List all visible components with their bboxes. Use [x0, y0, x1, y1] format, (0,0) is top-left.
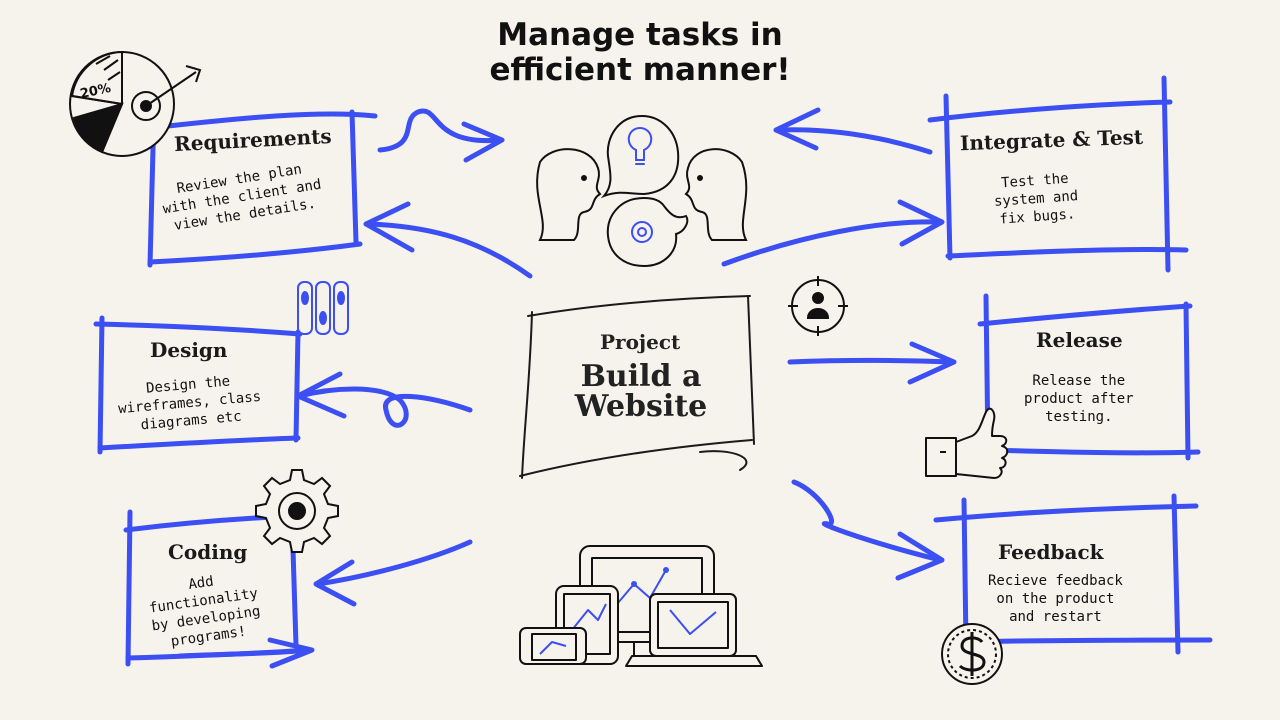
arrow-center-to-integrate — [721, 199, 945, 267]
coding-underline — [177, 647, 313, 659]
arrow-center-to-release — [787, 341, 957, 385]
release-title: Release — [1036, 328, 1123, 352]
gear-icon — [255, 469, 339, 553]
arrow-center-to-requirements — [363, 201, 533, 279]
design-title: Design — [150, 338, 228, 362]
coding-text: Add functionality by developing programs… — [146, 567, 265, 654]
arrow-requirements-to-center — [377, 108, 505, 163]
arrow-center-to-feedback — [791, 479, 945, 581]
toggle-switches-icon — [297, 281, 349, 335]
pie-chart-target-icon — [69, 50, 202, 157]
title-line-2: efficient manner! — [489, 52, 791, 88]
integrate-box-outline — [927, 75, 1189, 273]
feedback-text: Recieve feedback on the product and rest… — [988, 572, 1123, 626]
thumbs-up-icon — [925, 407, 1009, 479]
integrate-text: Test the system and fix bugs. — [992, 169, 1080, 229]
release-text: Release the product after testing. — [1024, 372, 1134, 426]
release-line-1: Release the — [1032, 373, 1126, 389]
project-name-line-1: Build a — [580, 359, 702, 394]
coding-title: Coding — [168, 540, 248, 564]
user-target-icon — [788, 276, 848, 336]
feedback-line-3: and restart — [1009, 609, 1102, 625]
feedback-line-1: Recieve feedback — [988, 573, 1123, 589]
project-name-line-2: Website — [574, 389, 708, 424]
release-line-3: testing. — [1045, 409, 1113, 425]
release-line-2: product after — [1024, 391, 1134, 407]
feedback-box-outline — [933, 493, 1213, 655]
design-box-outline — [93, 315, 303, 455]
feedback-title: Feedback — [998, 540, 1104, 564]
arrow-center-to-coding — [313, 539, 473, 607]
idea-discussion-icon — [536, 114, 748, 268]
arrow-integrate-to-center — [773, 107, 933, 155]
project-label: Project — [600, 330, 681, 354]
page-title: Manage tasks in efficient manner! — [440, 18, 840, 88]
feedback-line-2: on the product — [996, 591, 1115, 607]
arrow-center-to-design — [295, 371, 473, 428]
project-box-outline — [519, 295, 755, 479]
dollar-coin-icon — [941, 623, 1003, 685]
title-line-1: Manage tasks in — [497, 17, 783, 53]
project-name: Build a Website — [566, 362, 716, 422]
devices-icon — [519, 545, 763, 667]
